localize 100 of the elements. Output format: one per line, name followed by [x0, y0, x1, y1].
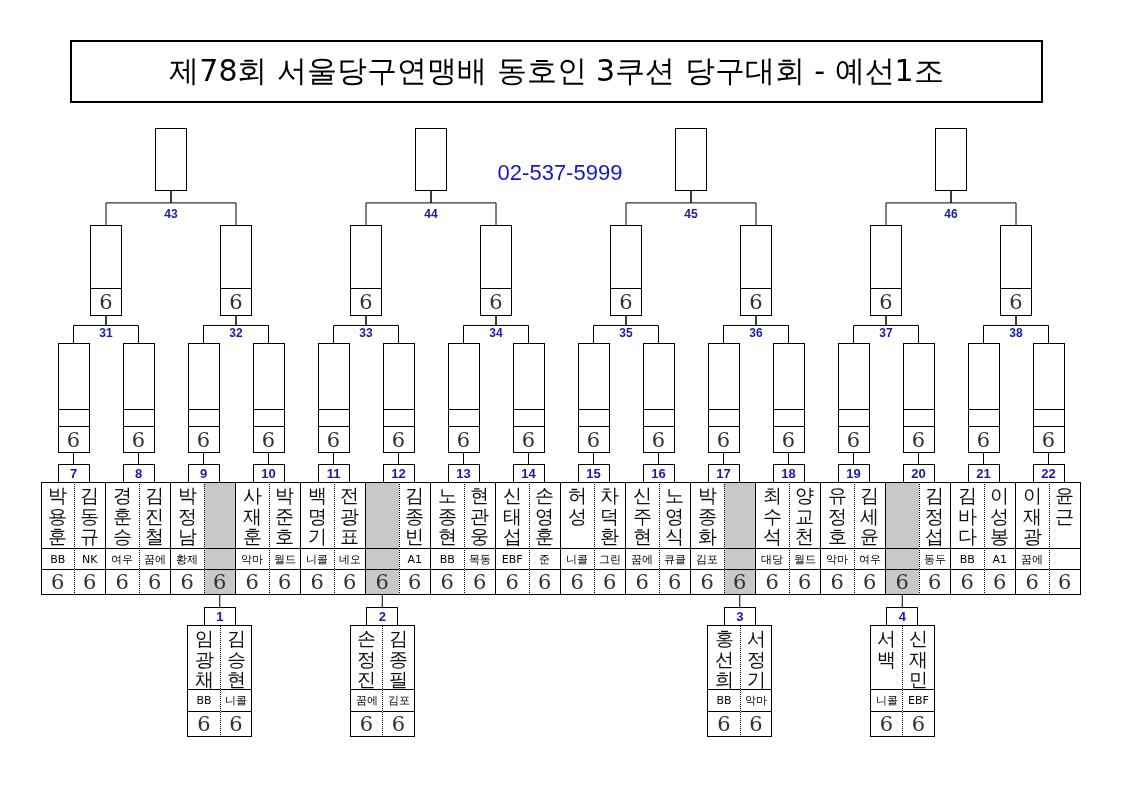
- phone-number: 02-537-5999: [497, 160, 623, 186]
- player-name: 노영식: [665, 485, 685, 547]
- bracket-box: [1000, 225, 1032, 316]
- bracket-line: [528, 452, 529, 465]
- score-mark: 6: [830, 570, 844, 594]
- bracket-box: [382, 343, 415, 453]
- score-mark: 6: [359, 290, 373, 314]
- bracket-box: [1032, 343, 1065, 453]
- score-mark: 6: [1009, 290, 1023, 314]
- bracket-line: [463, 452, 464, 465]
- club-label: NK: [82, 552, 98, 566]
- player-name: 김동규: [80, 485, 100, 547]
- match-number: 46: [944, 207, 958, 221]
- match-number-tag: 22: [1032, 464, 1065, 482]
- match-number: 34: [489, 326, 503, 340]
- club-label: 동두: [923, 551, 946, 567]
- match-number-tag: 8: [122, 464, 155, 482]
- score-mark: 6: [473, 570, 487, 594]
- score-mark: 6: [131, 427, 146, 452]
- match-number: 33: [359, 326, 373, 340]
- club-label: 월드: [273, 551, 296, 567]
- match-number-tag: 3: [723, 607, 756, 625]
- player-slot: [951, 482, 984, 595]
- bracket-box: [187, 343, 220, 453]
- score-mark: 6: [911, 712, 926, 736]
- bracket-box: [577, 343, 610, 453]
- score-mark: 6: [863, 570, 877, 594]
- player-slot: [268, 482, 301, 595]
- club-label: 악마: [745, 693, 767, 708]
- player-slot: [496, 482, 529, 595]
- match-number: 38: [1009, 326, 1023, 340]
- player-name: 유정호: [827, 485, 847, 547]
- player-slot: [106, 482, 139, 595]
- score-mark: 6: [83, 570, 97, 594]
- club-label: 황제: [176, 551, 199, 567]
- player-name: 사재훈: [242, 485, 262, 547]
- score-mark: 6: [911, 427, 926, 452]
- player-slot: [707, 625, 740, 737]
- player-name: 손정진: [357, 628, 376, 690]
- score-mark: 6: [846, 427, 861, 452]
- club-label: 큐클: [663, 551, 686, 567]
- player-slot: [1016, 482, 1049, 595]
- match-number-tag: 20: [902, 464, 935, 482]
- player-name: 신태섭: [502, 485, 522, 547]
- bracket-line: [333, 452, 334, 465]
- player-slot: [561, 482, 594, 595]
- player-slot: [983, 482, 1016, 595]
- match-number-tag: 15: [577, 464, 610, 482]
- bracket-box: [902, 343, 935, 453]
- bracket-box: [837, 343, 870, 453]
- player-slot: [886, 482, 919, 595]
- player-slot: [219, 625, 253, 737]
- match-number-tag: 9: [187, 464, 220, 482]
- player-name: 허 성: [567, 485, 587, 527]
- player-slot: [788, 482, 821, 595]
- club-label: 그린: [598, 551, 621, 567]
- score-mark: 6: [586, 427, 601, 452]
- match-number-tag: 12: [382, 464, 415, 482]
- match-number-tag: 2: [366, 607, 399, 625]
- match-number-tag: 7: [57, 464, 90, 482]
- club-label: 꿈에: [1021, 551, 1044, 567]
- match-number: 45: [684, 207, 698, 221]
- player-slot: [691, 482, 724, 595]
- club-label: 대당: [761, 551, 784, 567]
- player-slot: [593, 482, 626, 595]
- bracket-line: [658, 452, 659, 465]
- player-name: 손영훈: [535, 485, 555, 547]
- score-mark: 6: [1025, 570, 1039, 594]
- player-slot: [821, 482, 854, 595]
- score-mark: 6: [148, 570, 162, 594]
- club-label: 김포: [696, 551, 719, 567]
- player-name: 신재민: [909, 628, 928, 690]
- bracket-line: [1015, 315, 1049, 344]
- bracket-line: [885, 315, 919, 344]
- match-number: 43: [164, 207, 178, 221]
- club-label: 니콜: [225, 693, 247, 708]
- bracket-box: [870, 225, 902, 316]
- bracket-line: [398, 452, 399, 465]
- score-mark: 6: [570, 570, 584, 594]
- player-slot: [658, 482, 691, 595]
- bracket-line: [365, 315, 399, 344]
- bracket-line: [739, 594, 741, 608]
- club-label: 꿈에: [631, 551, 654, 567]
- score-mark: 6: [976, 427, 991, 452]
- club-label: 여우: [858, 551, 881, 567]
- club-label: 월드: [793, 551, 816, 567]
- player-name: 신주현: [632, 485, 652, 547]
- player-name: 서정기: [746, 628, 766, 690]
- score-mark: 6: [733, 570, 747, 594]
- bracket-line: [593, 452, 594, 465]
- score-mark: 6: [343, 570, 357, 594]
- score-mark: 6: [359, 712, 374, 736]
- bracket-line: [853, 452, 854, 465]
- player-name: 김정섭: [925, 485, 945, 547]
- match-number-tag: 19: [837, 464, 870, 482]
- score-mark: 6: [489, 290, 503, 314]
- bracket-box: [740, 225, 772, 316]
- score-mark: 6: [993, 570, 1007, 594]
- bracket-box: [480, 225, 512, 316]
- player-slot: [236, 482, 269, 595]
